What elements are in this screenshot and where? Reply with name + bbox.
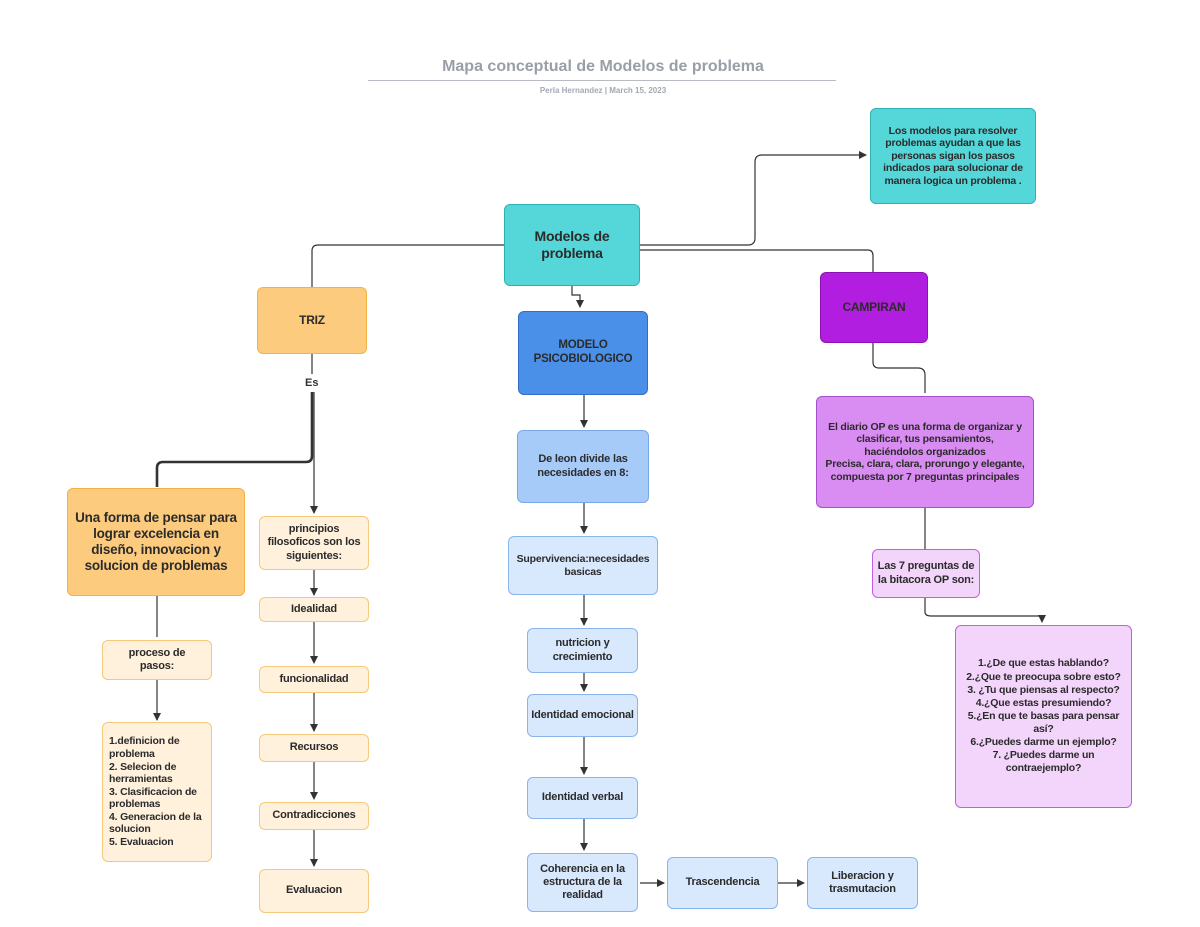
label-triz-es: Es bbox=[305, 377, 319, 389]
node-triz-p3[interactable]: Recursos bbox=[259, 734, 369, 762]
page-title: Mapa conceptual de Modelos de problema bbox=[442, 58, 764, 75]
connector-root-triz bbox=[311, 244, 504, 287]
node-triz-p4[interactable]: Contradicciones bbox=[259, 802, 369, 830]
node-triz-p5[interactable]: Evaluacion bbox=[259, 869, 369, 913]
node-psico[interactable]: MODELO PSICOBIOLOGICO bbox=[518, 311, 648, 395]
node-psico-n7[interactable]: Liberacion y trasmutacion bbox=[807, 857, 918, 909]
node-triz-principios[interactable]: principios filosoficos son los siguiente… bbox=[259, 516, 369, 570]
node-campiran[interactable]: CAMPIRAN bbox=[820, 272, 928, 343]
node-triz-pasos[interactable]: 1.definicion de problema 2. Selecion de … bbox=[102, 722, 212, 862]
connector-campiran-diario bbox=[872, 343, 926, 393]
node-camp-preguntas[interactable]: 1.¿De que estas hablando? 2.¿Que te preo… bbox=[955, 625, 1132, 808]
node-psico-leon[interactable]: De leon divide las necesidades en 8: bbox=[517, 430, 649, 503]
node-camp-siete[interactable]: Las 7 preguntas de la bitacora OP son: bbox=[872, 549, 980, 598]
node-camp-diario[interactable]: El diario OP es una forma de organizar y… bbox=[816, 396, 1034, 508]
connector-root-psico bbox=[571, 286, 584, 308]
node-psico-n2[interactable]: nutricion y crecimiento bbox=[527, 628, 638, 673]
node-psico-n3[interactable]: Identidad emocional bbox=[527, 694, 638, 737]
node-triz-definicion[interactable]: Una forma de pensar para lograr excelenc… bbox=[67, 488, 245, 596]
node-psico-n4[interactable]: Identidad verbal bbox=[527, 777, 638, 819]
node-psico-n5[interactable]: Coherencia en la estructura de la realid… bbox=[527, 853, 638, 912]
connector-es-definicion bbox=[155, 392, 314, 487]
connector-siete-preguntas bbox=[924, 598, 1046, 623]
node-psico-n6[interactable]: Trascendencia bbox=[667, 857, 778, 909]
node-triz-p1[interactable]: Idealidad bbox=[259, 597, 369, 622]
node-psico-n1[interactable]: Supervivencia:necesidades basicas bbox=[508, 536, 658, 595]
node-note[interactable]: Los modelos para resolver problemas ayud… bbox=[870, 108, 1036, 204]
connector-root-campiran bbox=[640, 249, 874, 272]
node-triz[interactable]: TRIZ bbox=[257, 287, 367, 354]
connector-root-note bbox=[640, 151, 867, 246]
node-triz-proceso[interactable]: proceso de pasos: bbox=[102, 640, 212, 680]
node-triz-p2[interactable]: funcionalidad bbox=[259, 666, 369, 693]
node-root[interactable]: Modelos de problema bbox=[504, 204, 640, 286]
title-underline bbox=[368, 80, 836, 81]
page-subtitle: Perla Hernandez | March 15, 2023 bbox=[539, 86, 667, 95]
